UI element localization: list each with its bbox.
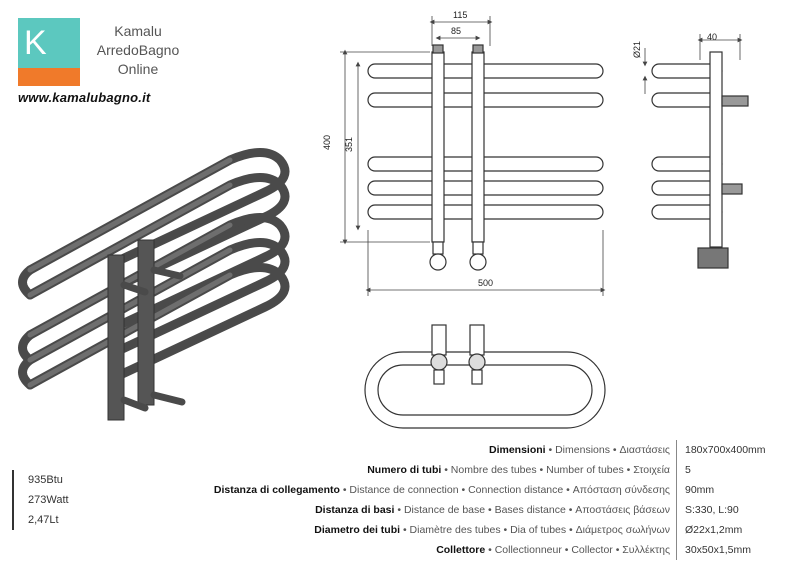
spec-value: 90mm <box>676 480 780 500</box>
spec-label-it: Dimensioni <box>489 444 546 456</box>
spec-label-translations: • Diamètre des tubes • Dia of tubes • Δι… <box>400 524 670 536</box>
spec-value: 30x50x1,5mm <box>676 540 780 560</box>
brand-line: Kamalu <box>114 23 162 39</box>
spec-value: Ø22x1,2mm <box>676 520 780 540</box>
dim-500-label: 500 <box>478 278 493 288</box>
performance-block: 935Btu 273Watt 2,47Lt <box>12 470 69 530</box>
spec-row: Distanza di basi • Distance de base • Ba… <box>150 500 780 520</box>
dim-85-label: 85 <box>451 26 461 36</box>
brand-line: Online <box>117 61 159 77</box>
brand-logo: K <box>18 18 80 86</box>
dim-400-label: 400 <box>322 135 332 150</box>
performance-volume: 2,47Lt <box>28 514 59 526</box>
svg-text:K: K <box>24 24 47 62</box>
spec-row: Diametro dei tubi • Diamètre des tubes •… <box>150 520 780 540</box>
spec-label-translations: • Nombre des tubes • Number of tubes • Σ… <box>441 464 670 476</box>
brand-name: Kamalu ArredoBagno Online <box>88 22 188 79</box>
spec-label-translations: • Dimensions • Διαστάσεις <box>545 444 671 456</box>
radiator-3d-render <box>18 148 290 421</box>
top-view <box>364 324 606 429</box>
front-view <box>367 44 604 271</box>
dim-115-label: 115 <box>453 10 467 20</box>
spec-row: Collettore • Collectionneur • Collector … <box>150 540 780 560</box>
front-view-dimensions <box>340 16 606 296</box>
spec-label-it: Distanza di basi <box>315 504 395 516</box>
spec-label-it: Distanza di collegamento <box>213 484 340 496</box>
spec-row: Distanza di collegamento • Distance de c… <box>150 480 780 500</box>
spec-value: S:330, L:90 <box>676 500 780 520</box>
dim-351-label: 351 <box>344 137 354 152</box>
spec-label-translations: • Distance de connection • Connection di… <box>339 484 670 496</box>
performance-watt: 273Watt <box>28 494 69 506</box>
spec-label-translations: • Collectionneur • Collector • Συλλέκτης <box>485 544 670 556</box>
spec-row: Numero di tubi • Nombre des tubes • Numb… <box>150 460 780 480</box>
spec-label-it: Diametro dei tubi <box>314 524 401 536</box>
technical-drawing: 115 85 400 351 500 40 Ø21 <box>18 10 749 429</box>
spec-value: 5 <box>676 460 780 480</box>
side-view <box>651 51 749 269</box>
dim-d21-label: Ø21 <box>632 41 642 58</box>
spec-label-it: Collettore <box>436 544 486 556</box>
spec-label-it: Numero di tubi <box>367 464 442 476</box>
website-link[interactable]: www.kamalubagno.it <box>18 90 151 105</box>
spec-label-translations: • Distance de base • Bases distance • Απ… <box>394 504 670 516</box>
spec-row: Dimensioni • Dimensions • Διαστάσεις 180… <box>150 440 780 460</box>
spec-value: 180x700x400mm <box>676 440 780 460</box>
spec-table: Dimensioni • Dimensions • Διαστάσεις 180… <box>150 440 780 560</box>
dim-40-label: 40 <box>707 32 717 42</box>
brand-line: ArredoBagno <box>96 42 180 58</box>
performance-btu: 935Btu <box>28 474 63 486</box>
